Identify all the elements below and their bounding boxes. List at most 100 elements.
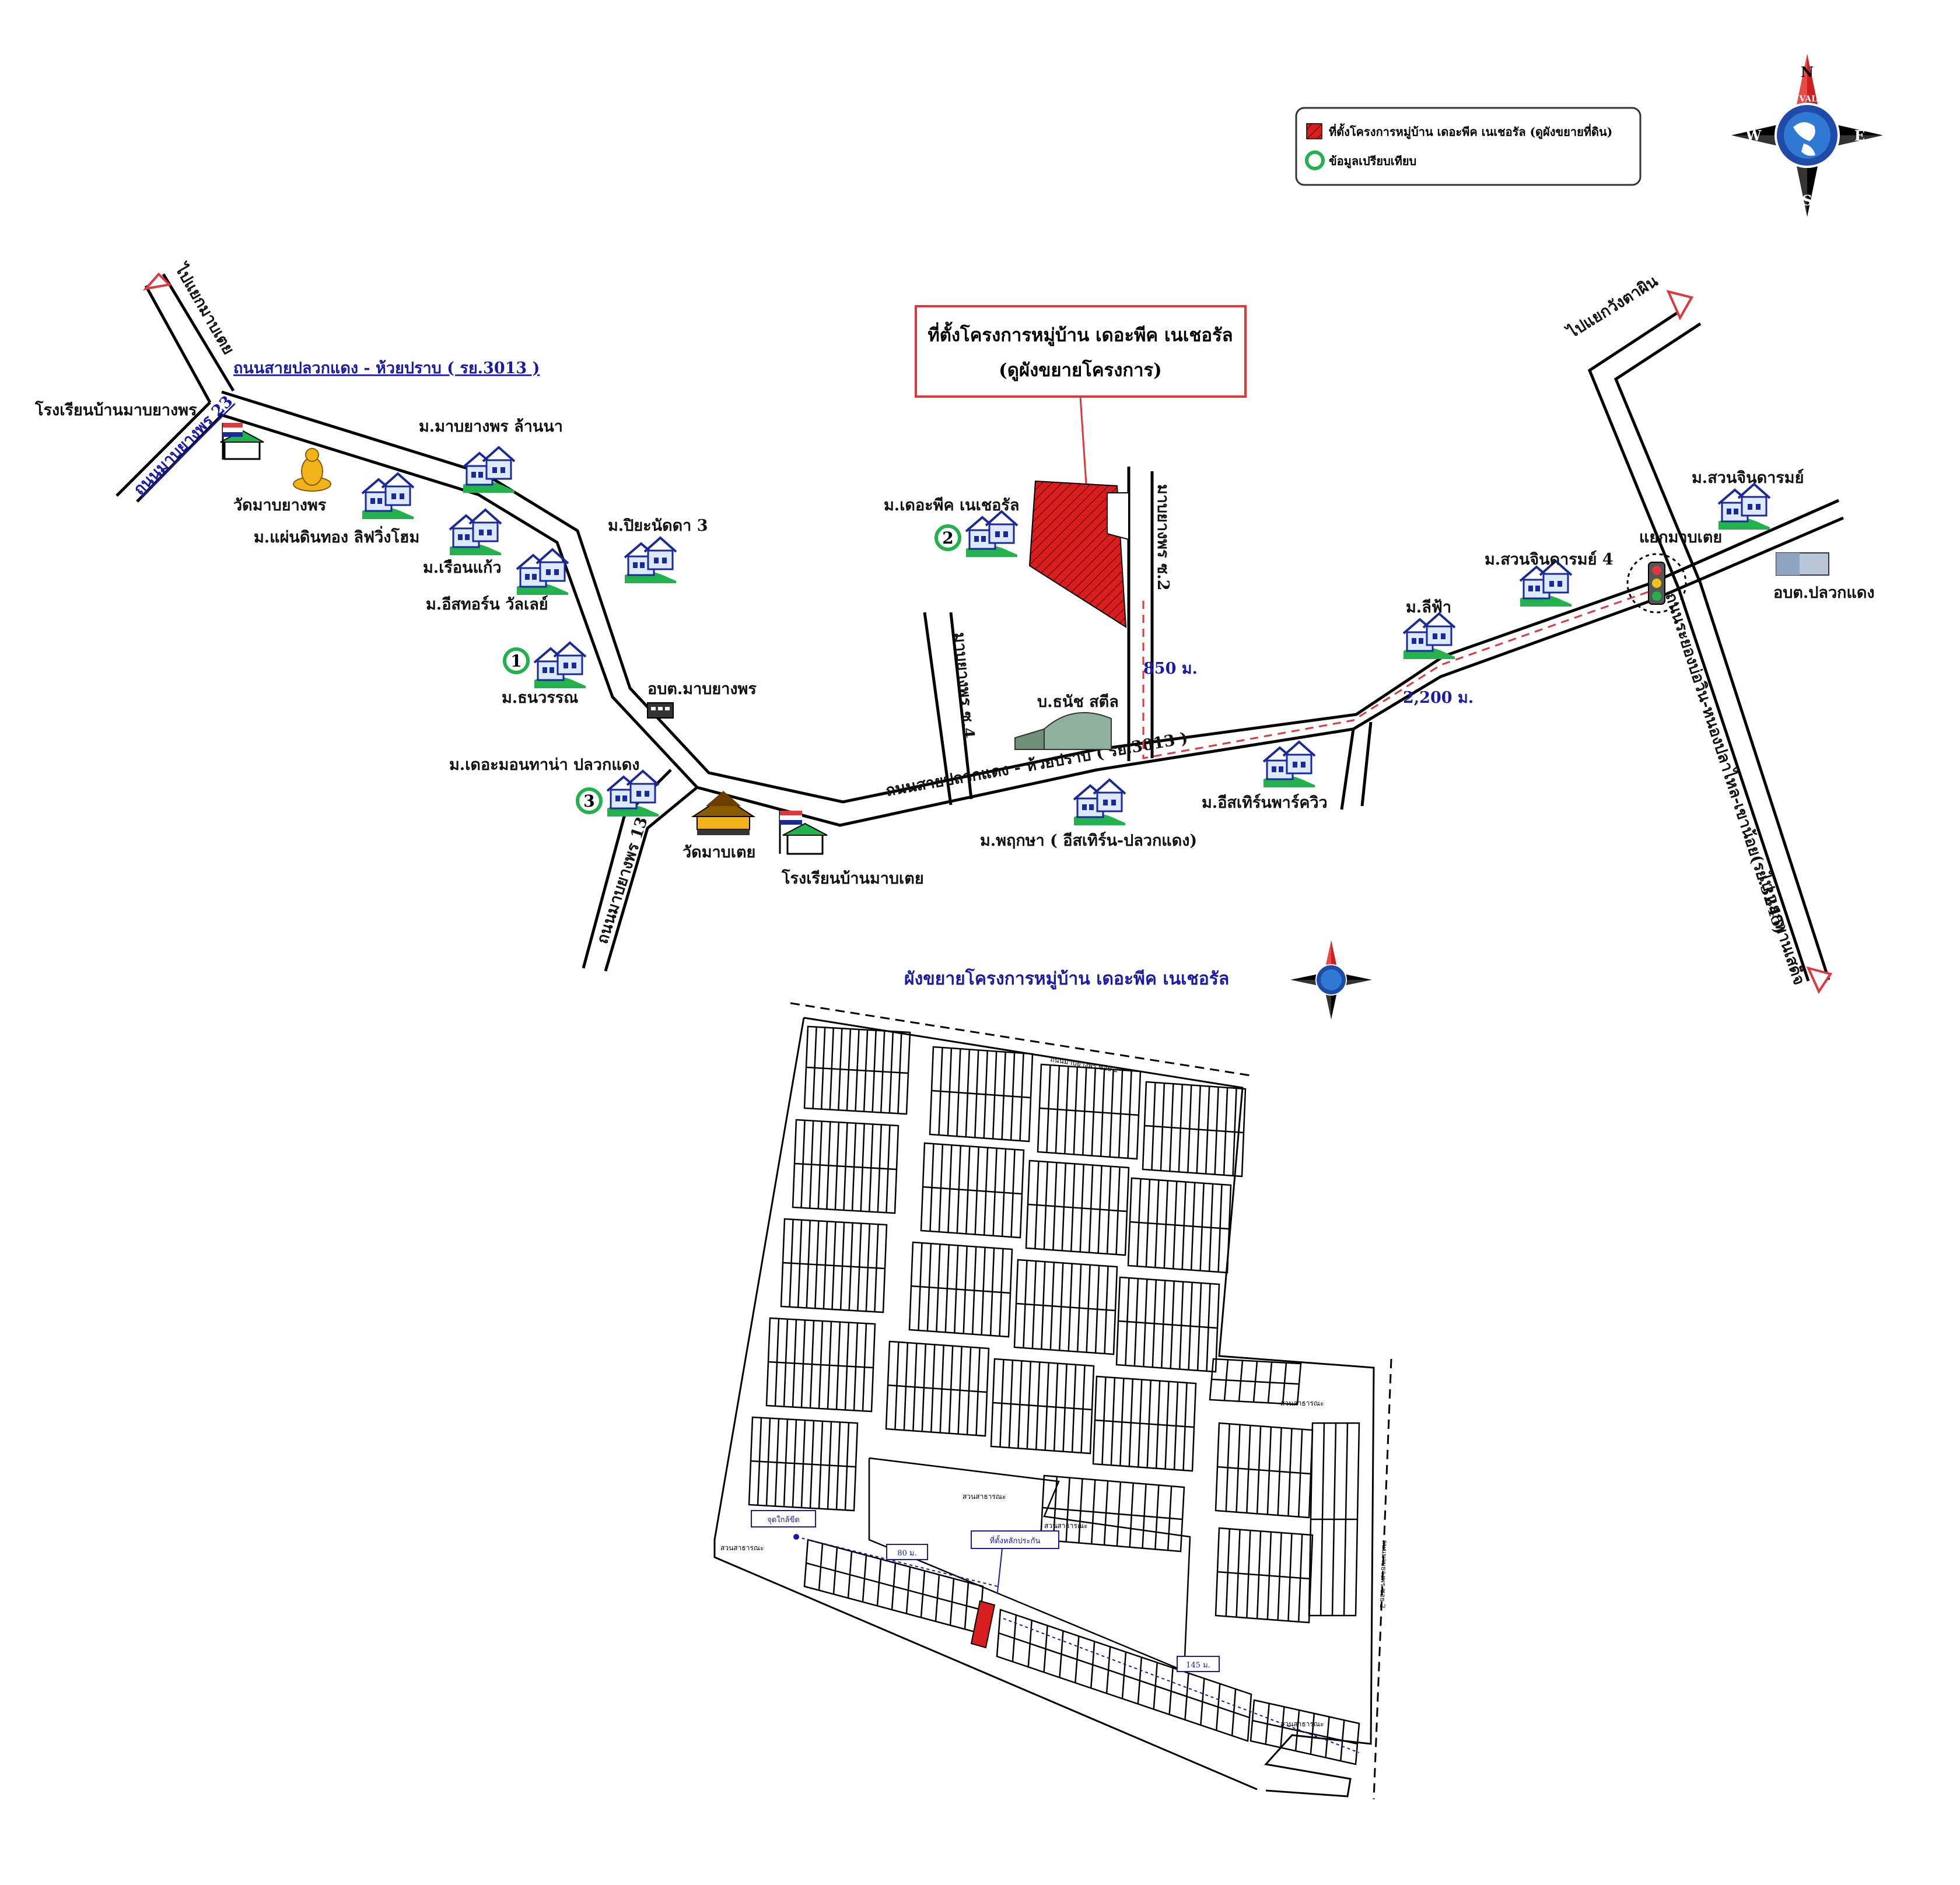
callout-line1: ที่ตั้งโครงการหมู่บ้าน เดอะพีค เนเชอรัล (928, 321, 1233, 346)
temple-mabtei-icon (691, 791, 756, 835)
compass-ring-text: WORLD VALUATION (1760, 94, 1854, 104)
obt-mabyangporn: อบต.มาบยางพร (647, 680, 757, 719)
collateral-lot (970, 1600, 996, 1649)
legend-comparable-swatch (1305, 150, 1325, 170)
legend-site-label: ที่ตั้งโครงการหมู่บ้าน เดอะพีค เนเชอรัล … (1329, 123, 1612, 140)
lot-row (1214, 1422, 1314, 1519)
obt-pluakdaeng-label: อบต.ปลวกแดง (1773, 584, 1875, 602)
obt-pluakdaeng: อบต.ปลวกแดง (1773, 552, 1875, 602)
direction-arrows (142, 272, 1833, 994)
village-8-comparable-2: 2 ม.เดอะพีค เนเชอรัล (884, 496, 1019, 558)
school-mabyangporn: โรงเรียนบ้านมาบยางพร (34, 400, 264, 460)
svg-text:ม.ลีฟ้า: ม.ลีฟ้า (1406, 598, 1451, 616)
lot-row (1209, 1358, 1302, 1406)
road-label-main-upper: ถนนสายปลวกแดง - ห้วยปราบ ( รย.3013 ) (233, 359, 540, 377)
lot-row (748, 1416, 859, 1512)
plan-public-3: สวนสาธารณะ (1280, 1399, 1324, 1407)
compass-rose-icon: WORLD VALUATION N S E W (1731, 54, 1883, 217)
village-3: ม.เรือนแก้ว (423, 509, 502, 577)
lot-row (1025, 1159, 1130, 1256)
lot-row (1037, 1063, 1142, 1160)
temple-buddha-icon (293, 448, 331, 492)
factory-label: บ.ธนัช สตีล (1037, 693, 1119, 711)
legend-site-swatch (1306, 123, 1322, 139)
compass-s: S (1802, 192, 1812, 209)
wat-mabtei-label: วัดมาบเตย (682, 843, 755, 861)
svg-text:ม.ธนวรรณ: ม.ธนวรรณ (502, 689, 578, 707)
svg-text:ม.มาบยางพร ล้านนา: ม.มาบยางพร ล้านนา (419, 418, 563, 436)
lot-row (792, 1119, 900, 1214)
village-13: ม.สวนจินดารมย์ (1692, 468, 1804, 531)
svg-text:ม.เดอะพีค เนเชอรัล: ม.เดอะพีค เนเชอรัล (884, 496, 1019, 514)
lot-row (1250, 1699, 1360, 1765)
plan-public-4: สวนสาธารณะ (1280, 1720, 1324, 1728)
distance-850: 850 ม. (1143, 660, 1198, 678)
lot-rows (748, 1025, 1360, 1765)
svg-text:ม.อีสเทิร์นพาร์ควิว: ม.อีสเทิร์นพาร์ควิว (1202, 793, 1328, 812)
school-mabtei-label: โรงเรียนบ้านมาบเตย (781, 868, 924, 888)
village-2: ม.แผ่นดินทอง ลิฟวิ่งโฮม (254, 472, 419, 546)
lot-row (1115, 1276, 1220, 1373)
school-mabtei: โรงเรียนบ้านมาบเตย (779, 811, 924, 888)
svg-text:ม.สวนจินดารมย์: ม.สวนจินดารมย์ (1692, 468, 1804, 487)
legend: ที่ตั้งโครงการหมู่บ้าน เดอะพีค เนเชอรัล … (1295, 107, 1642, 186)
site-plan: ถนนมาบยางพร ซอย 2 ถนนมาบยางพร ซอย 2 สวนส… (713, 1002, 1392, 1800)
legend-comparable-label: ข้อมูลเปรียบเทียบ (1329, 154, 1416, 169)
svg-text:3: 3 (583, 791, 594, 811)
lot-row (803, 1025, 911, 1115)
svg-text:ม.สวนจินดารมย์ 4: ม.สวนจินดารมย์ 4 (1485, 550, 1614, 569)
svg-text:ม.อีสทอร์น วัลเลย์: ม.อีสทอร์น วัลเลย์ (426, 595, 548, 614)
village-1: ม.มาบยางพร ล้านนา (419, 418, 563, 494)
distance-2200: 2,200 ม. (1403, 689, 1474, 707)
project-callout: ที่ตั้งโครงการหมู่บ้าน เดอะพีค เนเชอรัล … (915, 305, 1247, 485)
plan-public-5: สวนสาธารณะ (720, 1544, 764, 1552)
svg-text:1: 1 (510, 651, 522, 671)
village-11: ม.ลีฟ้า (1402, 598, 1456, 660)
callout-line2: (ดูผังขยายโครงการ) (999, 359, 1162, 381)
plan-marker-point: ที่ตั้งหลักประกัน (990, 1535, 1041, 1546)
village-9: ม.พฤกษา ( อีสเทิร์น-ปลวกแดง) (980, 779, 1197, 850)
svg-text:ม.เดอะมอนทาน่า ปลวกแดง: ม.เดอะมอนทาน่า ปลวกแดง (449, 756, 639, 774)
lot-row (1127, 1177, 1232, 1274)
village-12: ม.สวนจินดารมย์ 4 (1485, 550, 1614, 608)
compass-e: E (1854, 127, 1865, 144)
svg-text:ม.แผ่นดินทอง ลิฟวิ่งโฮม: ม.แผ่นดินทอง ลิฟวิ่งโฮม (254, 525, 419, 546)
road-label-nong-pla-lai: ถนนระยองบ่อวิน-หนองปลาไหล-เขาน้อย(รย.324… (1661, 590, 1790, 936)
lot-row (929, 1046, 1034, 1143)
svg-text:ม.ปิยะนัดดา 3: ม.ปิยะนัดดา 3 (608, 517, 708, 535)
lot-row (780, 1218, 888, 1313)
compass-w: W (1745, 127, 1762, 144)
obt-mabyangporn-label: อบต.มาบยางพร (648, 680, 757, 698)
lot-row (920, 1142, 1025, 1239)
village-10: ม.อีสเทิร์นพาร์ควิว (1202, 741, 1328, 812)
plan-public-2: สวนสาธารณะ (1044, 1522, 1087, 1530)
village-4: ม.อีสทอร์น วัลเลย์ (426, 548, 569, 614)
lot-row (1040, 1474, 1185, 1553)
school-mabyangporn-label: โรงเรียนบ้านมาบยางพร (34, 400, 197, 419)
lot-row (1142, 1081, 1247, 1178)
road-network (116, 273, 1844, 982)
road-label-soi-4: มาบยางพร ซ.4 (950, 632, 978, 739)
lot-row (1308, 1422, 1360, 1617)
plan-right-road: ถนนมาบยางพร ซอย 2 (1378, 1540, 1389, 1609)
lot-row (765, 1317, 876, 1413)
traffic-light-icon (1626, 553, 1687, 614)
lot-row (996, 1609, 1252, 1742)
project-site-polygon (1028, 480, 1129, 628)
plan-d80: 80 ม. (897, 1549, 916, 1558)
lot-row (990, 1358, 1095, 1455)
compass-n: N (1801, 64, 1814, 80)
lot-row (1214, 1527, 1314, 1624)
village-7-comparable-3: 3 ม.เดอะมอนทาน่า ปลวกแดง (449, 756, 660, 818)
village-5: ม.ปิยะนัดดา 3 (608, 517, 708, 584)
plan-title: ผังขยายโครงการหมู่บ้าน เดอะพีค เนเชอรัล (904, 968, 1229, 990)
plan-d145: 145 ม. (1186, 1661, 1210, 1670)
lot-row (1092, 1375, 1197, 1472)
lot-row (908, 1241, 1013, 1338)
distance-paths: 850 ม. 2,200 ม. (1142, 591, 1648, 759)
lot-row (1013, 1259, 1118, 1355)
svg-text:2: 2 (942, 528, 953, 548)
compass-small-icon (1290, 940, 1372, 1019)
